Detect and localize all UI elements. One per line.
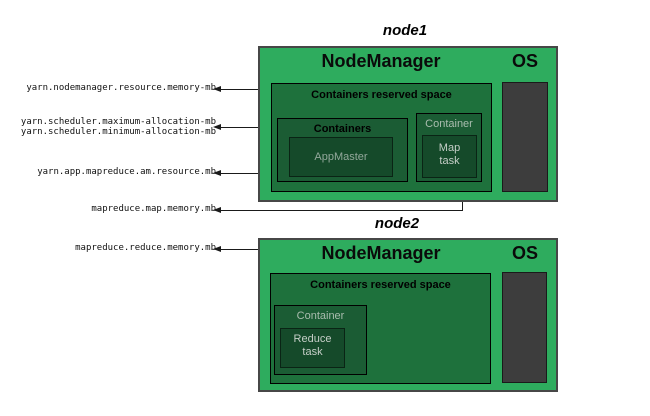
node2-reduce-task-box: Reduce task bbox=[280, 328, 345, 368]
config-label-nodemanager-resource-memory: yarn.nodemanager.resource.memory-mb bbox=[26, 83, 216, 93]
node1-title: node1 bbox=[382, 22, 428, 39]
node1-box: NodeManager OS Containers reserved space… bbox=[258, 46, 558, 202]
node1-containers-reserved-space-box: Containers reserved space Containers App… bbox=[271, 83, 492, 192]
node1-os-memory-block bbox=[502, 82, 548, 192]
arrowhead-nodemanager-memory-icon bbox=[213, 86, 221, 92]
node2-reduce-container-label: Container bbox=[296, 310, 345, 322]
node1-containers-reserved-space-label: Containers reserved space bbox=[311, 89, 452, 101]
node2-containers-reserved-space-label: Containers reserved space bbox=[310, 279, 451, 291]
node2-reduce-container-box: Container Reduce task bbox=[274, 305, 367, 375]
node1-map-task-box: Map task bbox=[422, 135, 477, 178]
arrow-line-nodemanager-memory bbox=[221, 89, 271, 90]
node1-os-label: OS bbox=[511, 51, 538, 71]
node2-os-label: OS bbox=[511, 243, 538, 263]
node1-containers-label: Containers bbox=[313, 123, 372, 135]
arrowhead-reduce-memory-icon bbox=[213, 246, 221, 252]
node2-nodemanager-label: NodeManager bbox=[321, 243, 441, 263]
config-label-scheduler-minimum-allocation: yarn.scheduler.minimum-allocation-mb bbox=[20, 127, 216, 137]
arrowhead-map-memory-icon bbox=[213, 207, 221, 213]
node1-map-container-label: Container bbox=[425, 118, 473, 130]
config-label-map-memory-mb: mapreduce.map.memory.mb bbox=[91, 204, 216, 214]
node2-os-memory-block bbox=[502, 272, 547, 383]
config-label-am-resource-mb: yarn.app.mapreduce.am.resource.mb bbox=[37, 167, 216, 177]
arrow-line-map-memory bbox=[221, 210, 463, 211]
node1-nodemanager-label: NodeManager bbox=[321, 51, 441, 71]
arrowhead-scheduler-allocation-icon bbox=[213, 124, 221, 130]
node1-appmaster-box: AppMaster bbox=[289, 137, 393, 177]
arrow-line-reduce-memory bbox=[221, 249, 289, 250]
node1-map-container-box: Container Map task bbox=[416, 113, 482, 182]
node1-containers-box: Containers AppMaster bbox=[277, 118, 408, 182]
config-label-scheduler-maximum-allocation: yarn.scheduler.maximum-allocation-mb bbox=[20, 117, 216, 127]
arrow-line-scheduler-allocation bbox=[221, 127, 277, 128]
arrow-line-am-resource bbox=[221, 173, 289, 174]
config-label-reduce-memory-mb: mapreduce.reduce.memory.mb bbox=[75, 243, 216, 253]
node1-appmaster-label: AppMaster bbox=[314, 151, 368, 163]
node2-reduce-task-label: Reduce task bbox=[293, 333, 332, 358]
node1-map-task-label: Map task bbox=[438, 142, 461, 167]
node2-containers-reserved-space-box: Containers reserved space Container Redu… bbox=[270, 273, 491, 384]
node2-title: node2 bbox=[374, 215, 420, 232]
node2-box: NodeManager OS Containers reserved space… bbox=[258, 238, 558, 392]
arrowhead-am-resource-icon bbox=[213, 170, 221, 176]
